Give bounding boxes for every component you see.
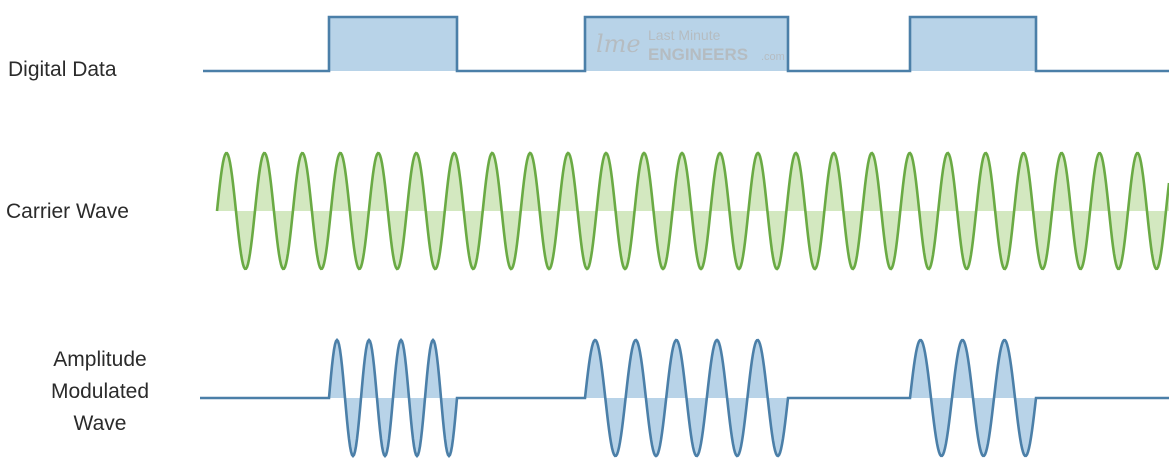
- am-label-line-2: Modulated: [50, 380, 150, 403]
- watermark-line-1: Last Minute: [648, 27, 721, 43]
- watermark-line-2: ENGINEERS: [648, 45, 748, 64]
- am-label-line-1: Amplitude: [53, 348, 147, 371]
- carrier-wave-line: [215, 151, 1169, 271]
- digital-signal-line: [203, 15, 1169, 73]
- amplitude-modulated-wave-label: Amplitude Modulated Wave: [10, 344, 190, 440]
- carrier-wave-signal: [215, 151, 1169, 271]
- watermark-logo: lme: [596, 30, 641, 58]
- digital-high-pulse: [329, 17, 457, 71]
- digital-data-label: Digital Data: [8, 58, 117, 81]
- carrier-wave-fill: [217, 153, 1169, 269]
- digital-data-signal: [203, 15, 1169, 73]
- am-label-line-3: Wave: [73, 412, 127, 435]
- watermark-suffix: .com: [761, 51, 785, 63]
- am-wave-line: [200, 338, 1169, 458]
- digital-high-pulse: [910, 17, 1036, 71]
- carrier-wave-label: Carrier Wave: [6, 200, 129, 223]
- digital-high-pulse: [585, 17, 788, 71]
- watermark: lme Last Minute ENGINEERS .com: [596, 27, 785, 64]
- amplitude-modulated-signal: [200, 338, 1169, 458]
